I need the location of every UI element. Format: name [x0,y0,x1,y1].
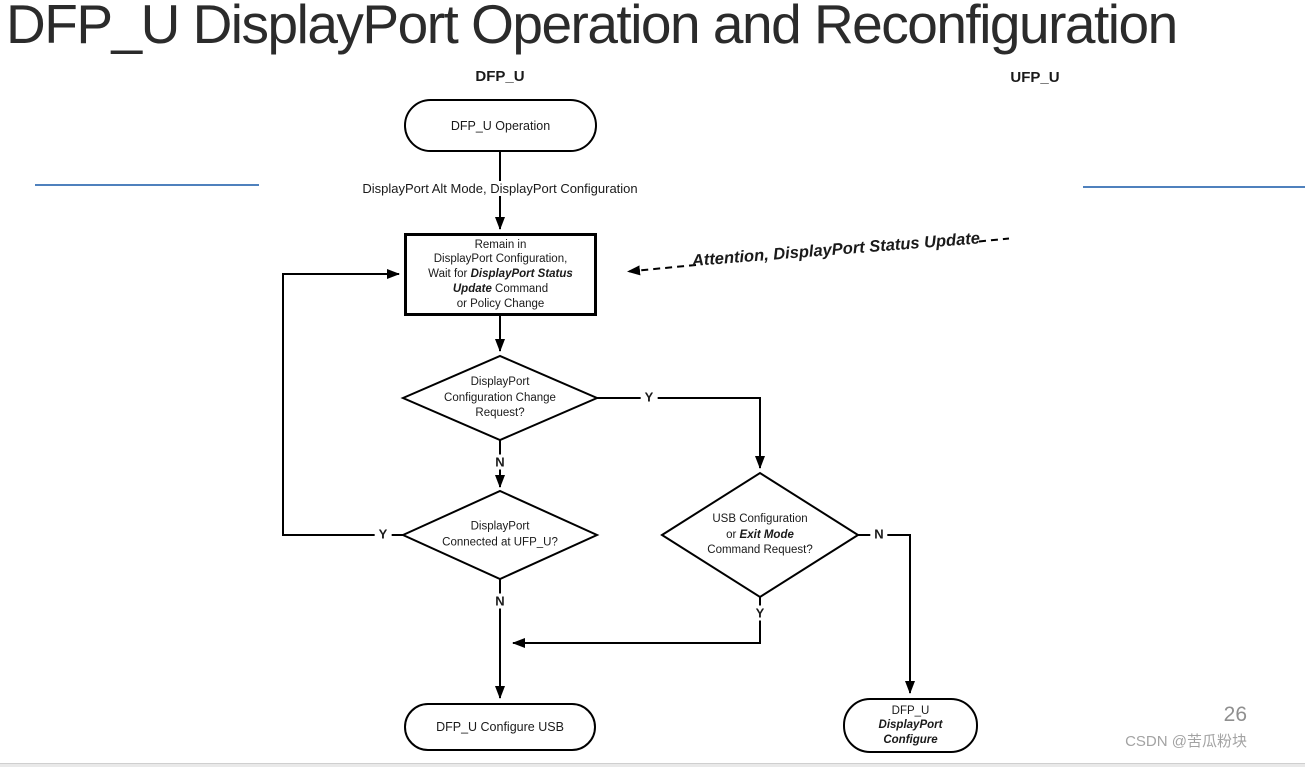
end-terminator-displayport-configure: DFP_U DisplayPort Configure [843,698,978,753]
decision2-no-label: N [491,593,509,609]
wait-box-line4: Update Command [452,282,549,295]
start-terminator-label: DFP_U Operation [450,118,551,133]
right-divider-line [1083,186,1305,188]
decision3-yes-label: Y [751,605,769,621]
lane-label-ufpu: UFP_U [1010,69,1060,86]
wait-box-line3: Wait for DisplayPort Status [428,268,573,281]
page-number: 26 [1223,703,1247,726]
wait-box-line2: DisplayPort Configuration, [433,253,568,266]
decision1-diamond [400,354,600,442]
csdn-watermark: CSDN @苦瓜粉块 [1125,733,1247,750]
decision3-diamond [660,471,860,599]
page-title: DFP_U DisplayPort Operation and Reconfig… [6,0,1178,55]
start-terminator: DFP_U Operation [404,99,597,152]
bottom-border-line [0,763,1305,767]
wait-box-line5: or Policy Change [456,297,545,310]
dashed-annotation-tail [978,237,1010,243]
configure-usb-label: DFP_U Configure USB [436,720,564,734]
decision2-diamond [400,489,600,581]
arrow-decision2-yes-loop-to-wait [282,269,403,536]
lane-label-dfpu: DFP_U [475,68,525,85]
decision3-text: USB Configuration or Exit Mode Command R… [707,512,813,556]
decision1-yes-label: Y [640,389,658,405]
decision1-no-label: N [491,454,509,470]
left-divider-line [35,184,259,186]
decision2-yes-label: Y [374,526,392,542]
wait-box-line1: Remain in [474,238,527,251]
decision3-no-label: N [870,526,888,542]
arrow-decision3-yes-merge [512,597,761,648]
end-terminator-configure-usb: DFP_U Configure USB [404,703,596,751]
arrow-decision1-yes-to-decision3 [597,397,765,469]
transition-label: DisplayPort Alt Mode, DisplayPort Config… [358,181,642,196]
decision1-text: DisplayPort Configuration Change Request… [444,375,556,419]
wait-process-box: Remain in DisplayPort Configuration, Wai… [404,233,597,316]
arrow-decision3-no-to-dp-configure [857,534,915,694]
dashed-annotation-arrow [627,264,697,276]
decision2-text: DisplayPort Connected at UFP_U? [442,520,558,549]
